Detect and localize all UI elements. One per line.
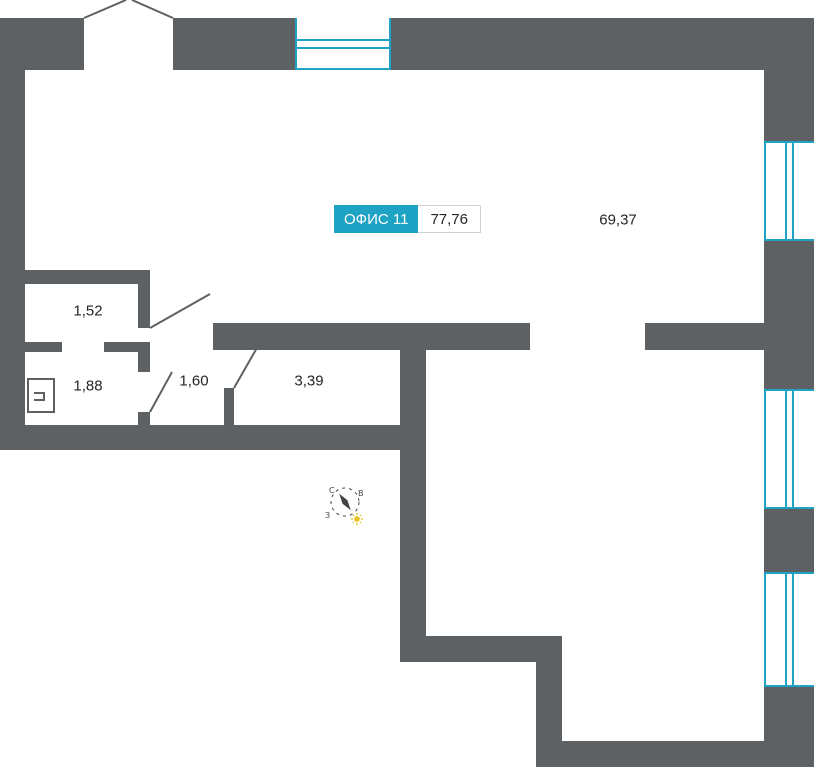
room-area-storage-top: 1,52 (73, 302, 103, 320)
compass-north: С (329, 486, 335, 495)
doors (83, 0, 259, 413)
sun-icon (351, 513, 363, 525)
walls (0, 18, 814, 767)
room-area-bathroom: 1,88 (73, 377, 103, 395)
compass-east: В (358, 489, 364, 498)
room-area-corridor: 1,60 (179, 372, 209, 390)
room-area-side-room: 3,39 (294, 372, 324, 390)
compass: С В З (325, 486, 364, 525)
office-total-area: 77,76 (418, 205, 481, 233)
compass-west: З (325, 511, 330, 520)
windows (295, 18, 814, 687)
room-area-main-hall: 69,37 (599, 211, 637, 229)
office-name: ОФИС 11 (334, 205, 419, 233)
office-badge: ОФИС 11 77,76 (334, 205, 481, 233)
